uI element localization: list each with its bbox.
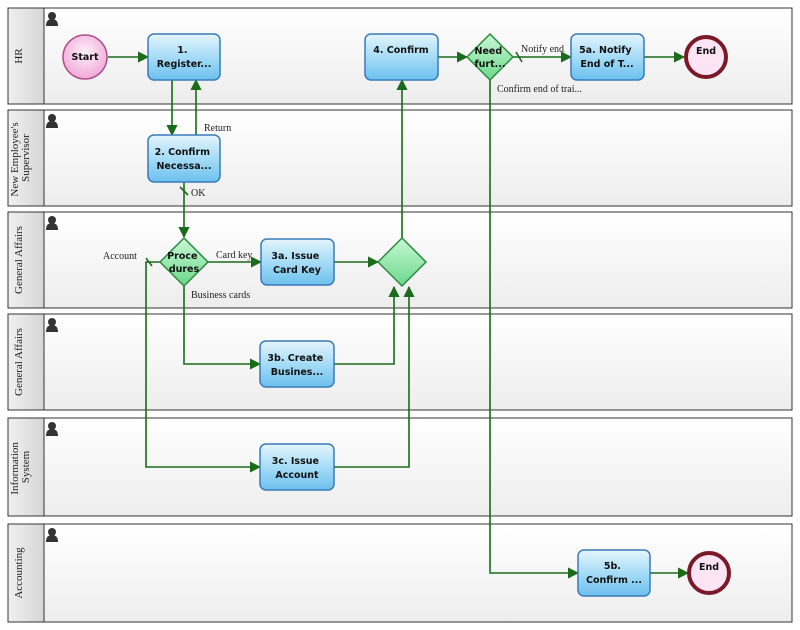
task-notify-end[interactable]: 5a. Notify End of T...	[570, 33, 645, 81]
gateway-merge[interactable]	[376, 236, 428, 288]
end-event-accounting[interactable]: End	[687, 551, 731, 595]
edge-business-cards[interactable]	[183, 286, 262, 370]
svg-text:End: End	[696, 46, 716, 57]
task-confirm-5b[interactable]: 5b. Confirm ...	[577, 549, 651, 597]
label-confirm-end: Confirm end of trai...	[497, 84, 582, 95]
svg-text:Need furt...: Need furt...	[475, 46, 506, 70]
person-icon	[46, 114, 58, 128]
person-icon	[46, 12, 58, 26]
lane-supervisor: New Employee's Supervisor	[7, 109, 793, 207]
edges	[108, 51, 690, 579]
lane-label-ga1: General Affairs	[13, 226, 25, 294]
start-label: Start	[71, 52, 98, 63]
edge-business-merge[interactable]	[334, 285, 400, 365]
gateway-need-further[interactable]: Need furt...	[465, 32, 515, 82]
label-ok: OK	[191, 188, 206, 199]
start-event[interactable]: Start	[62, 34, 108, 80]
svg-text:1. Register...: 1. Register...	[157, 45, 212, 70]
label-notify-end: Notify end	[521, 44, 564, 55]
label-card-key: Card key	[216, 250, 252, 261]
gateway-procedures[interactable]: Proce dures	[158, 236, 210, 288]
lane-label-ga2: General Affairs	[13, 328, 25, 396]
lane-label-is: Information System	[9, 439, 32, 494]
label-account: Account	[103, 251, 137, 262]
edge-account-merge[interactable]	[334, 285, 415, 468]
svg-text:5b. Confirm ...: 5b. Confirm ...	[586, 561, 642, 586]
person-icon	[46, 216, 58, 230]
task-register[interactable]: 1. Register...	[147, 33, 221, 81]
svg-text:3b. Create Busines...: 3b. Create Busines...	[267, 353, 326, 378]
person-icon	[46, 528, 58, 542]
svg-text:4. Confirm: 4. Confirm	[373, 45, 429, 56]
svg-text:5a. Notify End of T...: 5a. Notify End of T...	[579, 45, 635, 70]
end-event-hr[interactable]: End	[684, 35, 728, 79]
edge-account[interactable]	[145, 261, 262, 473]
task-confirm-4[interactable]: 4. Confirm	[364, 33, 439, 81]
svg-text:3c. Issue Account: 3c. Issue Account	[272, 456, 323, 481]
svg-text:Proce dures: Proce dures	[167, 251, 201, 275]
lane-label-accounting: Accounting	[13, 547, 25, 599]
task-issue-account[interactable]: 3c. Issue Account	[259, 443, 335, 491]
person-icon	[46, 422, 58, 436]
lane-label-supervisor: New Employee's Supervisor	[9, 119, 32, 196]
svg-text:2. Confirm Necessa...: 2. Confirm Necessa...	[155, 147, 214, 172]
default-flow-markers	[145, 51, 523, 267]
lane-label-hr: HR	[13, 48, 25, 64]
svg-text:End: End	[699, 562, 719, 573]
person-icon	[46, 318, 58, 332]
svg-text:3a. Issue Card Key: 3a. Issue Card Key	[271, 251, 322, 276]
edge-confirm-end[interactable]	[489, 80, 580, 579]
label-return: Return	[204, 123, 231, 134]
lane-general-affairs-2: General Affairs	[7, 313, 793, 411]
task-issue-card-key[interactable]: 3a. Issue Card Key	[260, 238, 335, 286]
task-create-business[interactable]: 3b. Create Busines...	[259, 340, 335, 388]
label-business-cards: Business cards	[191, 290, 250, 301]
task-confirm-necessary[interactable]: 2. Confirm Necessa...	[147, 134, 221, 183]
